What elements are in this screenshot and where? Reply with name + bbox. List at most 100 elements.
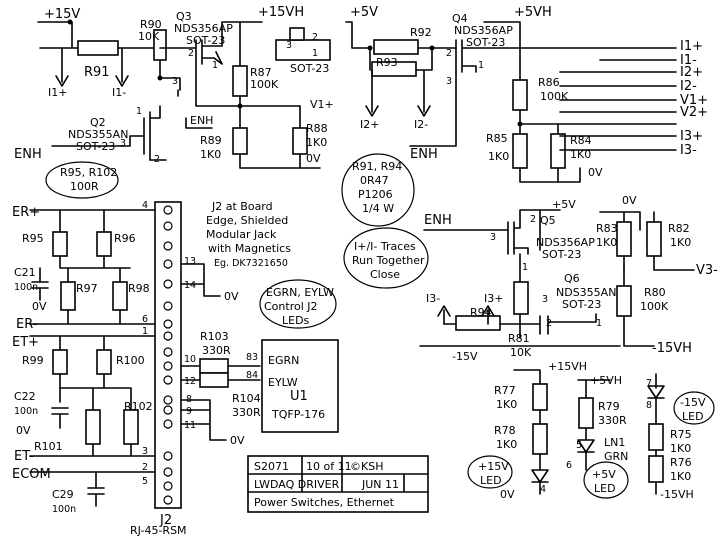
j2-pin-number: 5 [142, 476, 148, 487]
output-label-list: I1+I1-I2+I2-V1+V2+I3+I3- [680, 39, 708, 158]
q4-ref: Q4 [452, 12, 468, 25]
led-15v-line1: +15V [478, 460, 509, 473]
r100-resistor [96, 349, 112, 375]
q5-pin1: 1 [522, 262, 528, 273]
j2-pin-circle [163, 481, 173, 491]
q4-package: SOT-23 [466, 36, 505, 49]
rail-m15v: -15V [452, 350, 478, 363]
r82-ref: R82 [668, 222, 690, 235]
r97-resistor [60, 281, 76, 311]
led-0v: 0V [500, 488, 515, 501]
j2-pin13: 13 [184, 256, 196, 267]
r87-value: 100K [250, 78, 279, 91]
r84-resistor [550, 133, 566, 169]
led-pin5: 5 [576, 440, 582, 451]
net-i3m: I3- [426, 292, 440, 305]
j2-pin-circle [163, 361, 173, 371]
rail-m15vh-b: -15VH [660, 488, 694, 501]
r78-ref: R78 [494, 424, 516, 437]
ln1-color: GRN [604, 450, 628, 463]
q6-package: SOT-23 [562, 298, 601, 311]
egrn-note-callout [259, 279, 337, 329]
q5-pin2: 2 [530, 214, 536, 225]
q6-pin1: 1 [596, 318, 602, 329]
output-label: V2+ [680, 105, 708, 120]
r103-resistor [199, 358, 229, 374]
j2-pin-number: 2 [142, 462, 148, 473]
r86-resistor [512, 79, 528, 111]
r75-value: 1K0 [670, 442, 691, 455]
r97-ref: R97 [76, 282, 98, 295]
q6-pin3: 3 [542, 294, 548, 305]
r76-resistor [648, 455, 664, 483]
v3-switch-section [419, 209, 695, 347]
net-erp: ER+ [12, 205, 40, 220]
q5-ref: Q5 [540, 214, 556, 227]
q4-pin3: 3 [446, 76, 452, 87]
r84-ref: R84 [570, 134, 592, 147]
note-r91-r94-line4: 1/4 W [362, 202, 394, 215]
r104-resistor [199, 372, 229, 388]
q2-ref: Q2 [90, 116, 106, 129]
r95-r102-callout [45, 161, 119, 199]
c29-ref: C29 [52, 488, 74, 501]
r82-resistor [646, 221, 662, 257]
note-j2-line4: with Magnetics [208, 242, 291, 255]
q2-pin1: 1 [136, 106, 142, 117]
r80-value: 100K [640, 300, 669, 313]
r79-resistor [578, 397, 594, 429]
sot23-pin1: 1 [312, 48, 318, 59]
note-j2-line2: Edge, Shielded [206, 214, 288, 227]
title-name: LWDAQ DRIVER [254, 478, 340, 491]
j2-pin-number: 4 [142, 200, 148, 211]
r99-ref: R99 [22, 354, 44, 367]
j2-connector-body [154, 201, 182, 509]
r90-resistor [153, 29, 167, 61]
schematic-labels: +15V +15VH +5V +5VH R91 R90 10K Q3 NDS35… [12, 5, 718, 537]
r86-value: 100K [540, 90, 569, 103]
q3-pin1: 1 [212, 60, 218, 71]
net-i1p: I1+ [48, 86, 67, 99]
j2-pin-circle [163, 347, 173, 357]
j2-pin-circle [163, 495, 173, 505]
led-pin7: 7 [646, 378, 652, 389]
c29-value: 100n [52, 504, 76, 515]
q5-type: NDS356AP [536, 236, 595, 249]
rail-p5v: +5V [350, 5, 378, 20]
sot23-pin3: 3 [286, 40, 292, 51]
led-section [467, 369, 715, 499]
r81-value: 10K [510, 346, 532, 359]
led-5v-callout [583, 461, 629, 499]
net-i2m: I2- [414, 118, 428, 131]
j2-pin-number: 3 [142, 446, 148, 457]
r100-ref: R100 [116, 354, 145, 367]
note-egrn-line3: LEDs [282, 314, 310, 327]
trace-note-callout [343, 227, 429, 289]
led-15v-callout [467, 455, 513, 489]
r83-resistor [616, 221, 632, 257]
title-author: ©KSH [350, 460, 383, 473]
q2-pin3: 3 [120, 138, 126, 149]
r99-resistor [52, 349, 68, 375]
r79-ref: R79 [598, 400, 620, 413]
led-m15v-line1: -15V [680, 396, 706, 409]
r102-resistor [123, 409, 139, 445]
q3-pin3: 3 [172, 76, 178, 87]
r95-ref: R95 [22, 232, 44, 245]
r101-resistor [85, 409, 101, 445]
r77-value: 1K0 [496, 398, 517, 411]
r83-ref: R83 [596, 222, 618, 235]
j2-pin-circle [163, 375, 173, 385]
r85-ref: R85 [486, 132, 508, 145]
r93-ref: R93 [376, 56, 398, 69]
rail-0v-a: 0V [306, 152, 321, 165]
r88-ref: R88 [306, 122, 328, 135]
r102-ref: R102 [124, 400, 153, 413]
r92-resistor [373, 39, 419, 55]
net-ecom: ECOM [12, 467, 51, 482]
rail-p5vh: +5VH [514, 5, 552, 20]
c22-ref: C22 [14, 390, 36, 403]
